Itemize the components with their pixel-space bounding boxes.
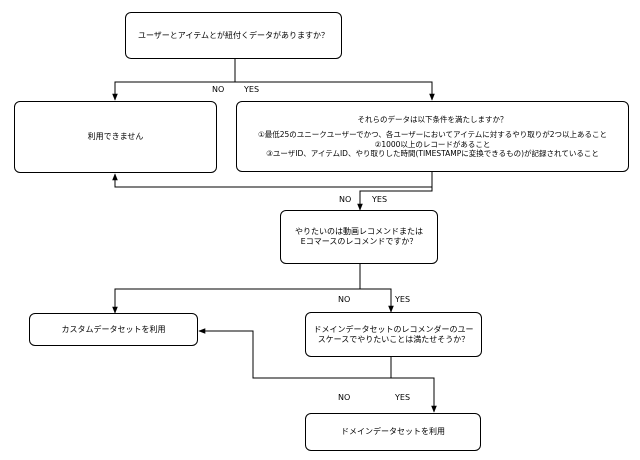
node-meets-conditions: それらのデータは以下条件を満たしますか？ ①最低25のユニークユーザーでかつ、各… bbox=[236, 101, 629, 172]
node-text-line-1: やりたいのは動画レコメンドまたは bbox=[295, 227, 423, 236]
label-yes-q1: YES bbox=[244, 85, 260, 94]
edge-q4-yes bbox=[391, 377, 437, 413]
node-text: ドメインデータセットを利用 bbox=[341, 427, 445, 436]
node-text: ユーザーとアイテムとが紐付くデータがありますか？ bbox=[137, 30, 330, 40]
edge-q3-yes bbox=[360, 288, 394, 313]
label-yes-q4: YES bbox=[395, 393, 411, 402]
node-domain-use-case-fit: ドメインデータセットのレコメンダーのユー スケースでやりたいことは満たせそうか？ bbox=[305, 312, 482, 357]
label-no-q4: NO bbox=[338, 393, 351, 402]
node-text-line-1: ドメインデータセットのレコメンダーのユー bbox=[313, 324, 474, 334]
node-text-line-2: Eコマースのレコメンドですか？ bbox=[300, 237, 418, 246]
label-no-q1: NO bbox=[212, 85, 225, 94]
node-use-custom-dataset: カスタムデータセットを利用 bbox=[29, 313, 198, 346]
node-text: カスタムデータセットを利用 bbox=[61, 324, 166, 334]
label-yes-q2: YES bbox=[372, 195, 388, 204]
node-unusable: 利用できません bbox=[14, 101, 217, 173]
edge-q1-no bbox=[112, 81, 235, 101]
condition-2: ②1000以上のレコードがあること bbox=[374, 139, 491, 149]
edge-q2-yes bbox=[357, 187, 433, 211]
node-text-line-2: スケースでやりたいことは満たせそうか？ bbox=[317, 334, 470, 344]
label-no-q3: NO bbox=[338, 295, 351, 304]
node-video-or-ecommerce: やりたいのは動画レコメンドまたは Eコマースのレコメンドですか？ bbox=[280, 210, 438, 264]
edge-q1-yes bbox=[235, 81, 435, 101]
edge-q4-trunk bbox=[198, 328, 392, 379]
condition-3: ③ユーザID、アイテムID、やり取りした時間(TIMESTAMPに変換できるもの… bbox=[266, 148, 599, 158]
edge-q3-no bbox=[112, 288, 360, 314]
node-use-domain-dataset: ドメインデータセットを利用 bbox=[305, 413, 481, 451]
label-yes-q3: YES bbox=[395, 295, 411, 304]
node-text: 利用できません bbox=[87, 132, 144, 141]
node-has-user-item-data: ユーザーとアイテムとが紐付くデータがありますか？ bbox=[125, 12, 342, 59]
condition-1: ①最低25のユニークユーザーでかつ、各ユーザーにおいてアイテムに対するやり取りが… bbox=[257, 130, 607, 140]
label-no-q2: NO bbox=[339, 195, 352, 204]
edge-q2-no bbox=[112, 173, 432, 188]
node-title: それらのデータは以下条件を満たしますか？ bbox=[357, 115, 508, 125]
